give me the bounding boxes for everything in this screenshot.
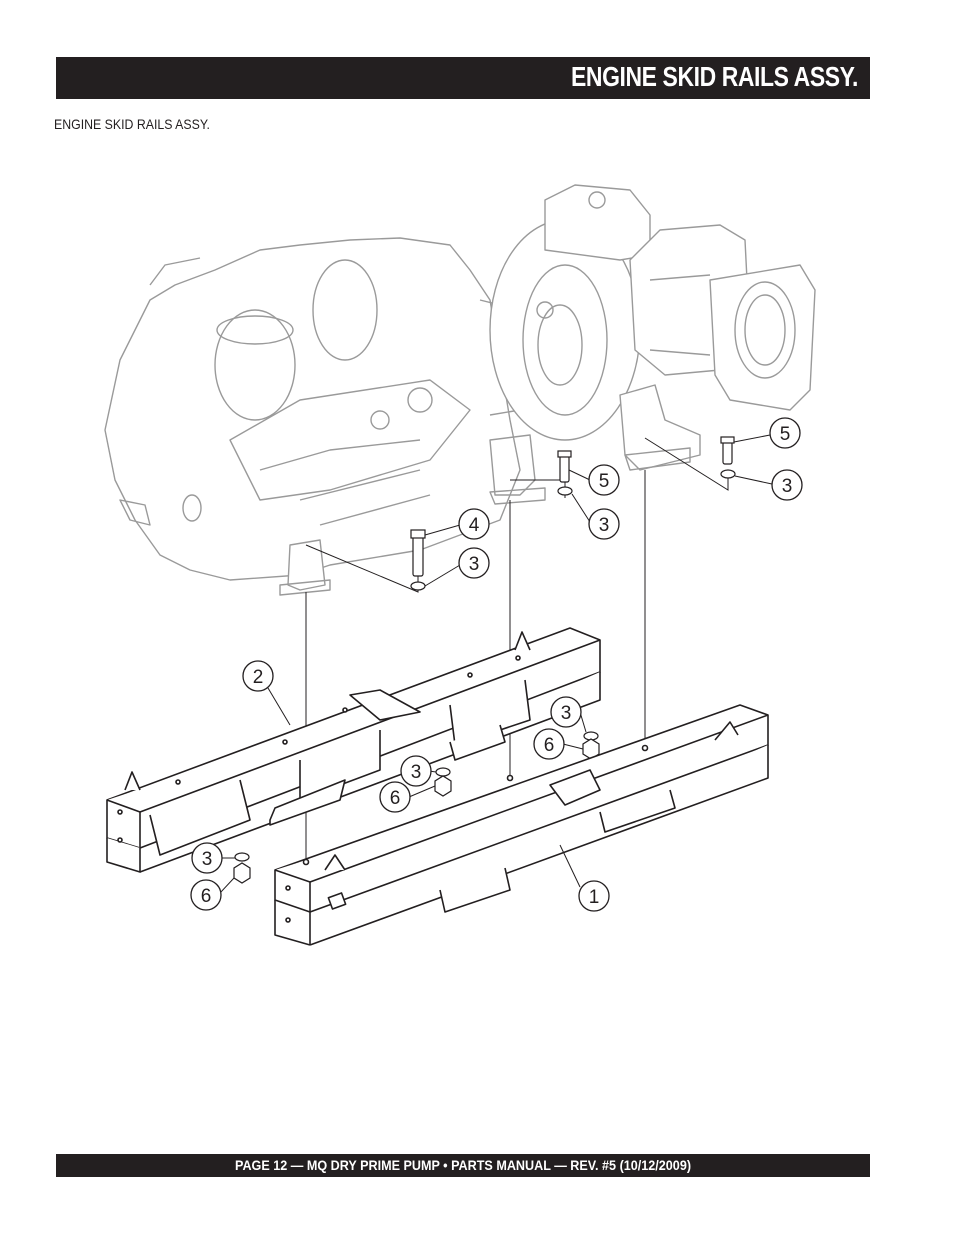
callout-5 [769,417,801,449]
page-title: ENGINE SKID RAILS ASSY. [571,61,858,92]
callout-label: 3 [411,762,422,783]
callout-6 [379,781,411,813]
callout-3 [771,469,803,501]
title-bar: ENGINE SKID RAILS ASSY. [56,57,870,99]
skid-rail-1 [274,704,769,946]
callout-3 [588,508,620,540]
callout-label: 5 [780,424,791,445]
callout-label: 6 [544,735,555,756]
callout-label: 6 [390,788,401,809]
callout-6 [533,728,565,760]
callout-label: 1 [589,887,600,908]
callout-3 [550,696,582,728]
callout-label: 2 [253,667,264,688]
callout-3 [191,842,223,874]
footer-text: PAGE 12 — MQ DRY PRIME PUMP • PARTS MANU… [234,1157,692,1173]
callout-3 [400,755,432,787]
callout-5 [588,464,620,496]
callout-3 [458,547,490,579]
callout-label: 3 [599,515,610,536]
figure-caption: ENGINE SKID RAILS ASSY. [54,116,210,132]
callouts [190,417,803,912]
callout-2 [242,660,274,692]
callout-label: 3 [782,476,793,497]
callout-label: 3 [469,554,480,575]
callout-label: 5 [599,471,610,492]
engine-illustration [104,184,816,596]
callout-label: 3 [561,703,572,724]
callout-labels: 2 4 3 5 3 5 3 3 6 3 6 3 6 1 [201,424,793,908]
callout-1 [578,880,610,912]
footer-bar: PAGE 12 — MQ DRY PRIME PUMP • PARTS MANU… [56,1154,870,1177]
callout-label: 6 [201,886,212,907]
callout-6 [190,879,222,911]
skid-rail-2 [106,627,601,873]
callout-label: 3 [202,849,213,870]
callout-4 [458,508,490,540]
callout-label: 4 [469,515,480,536]
hardware [233,436,736,884]
